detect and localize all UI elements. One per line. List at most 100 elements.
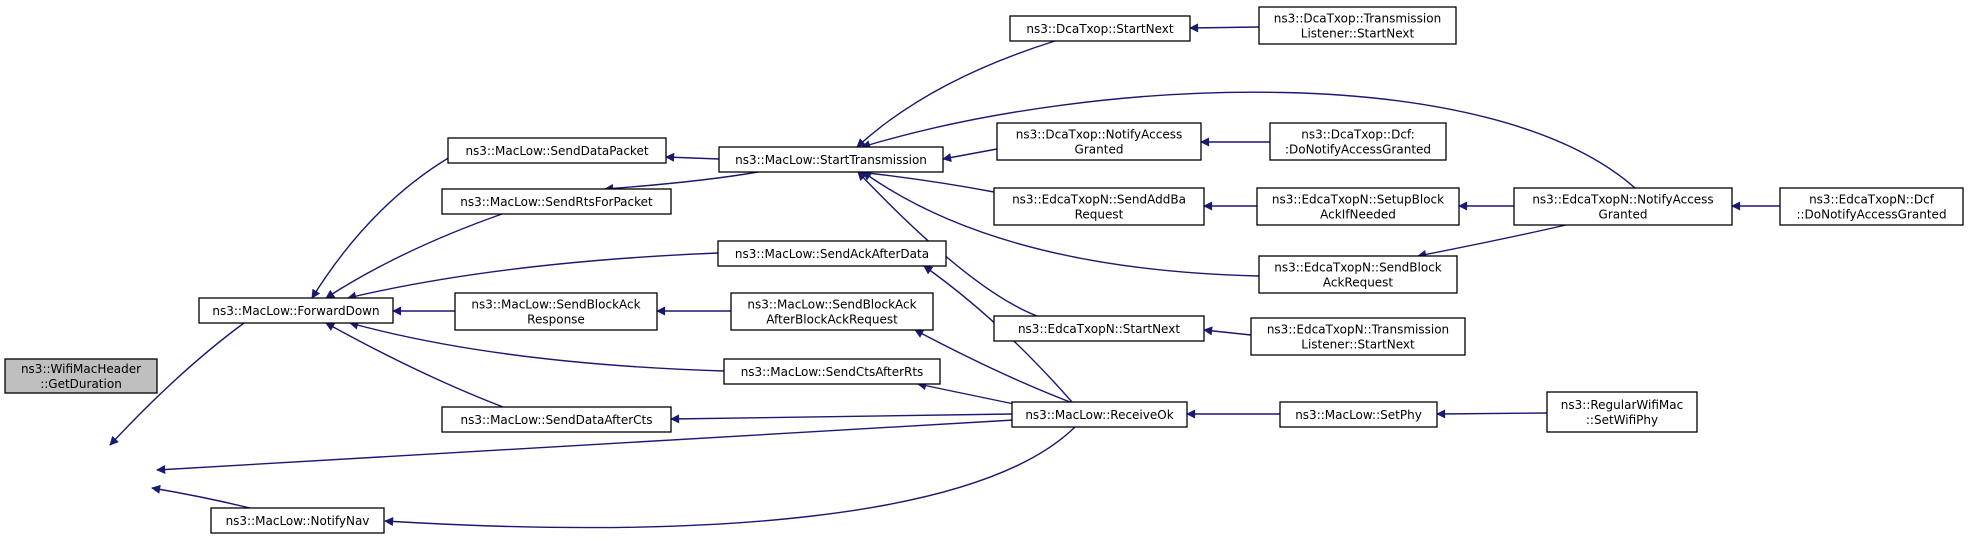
edge-arrow [325,213,503,299]
node-edcatlstartnext[interactable]: ns3::EdcaTxopN::TransmissionListener::St… [1250,317,1466,356]
node-box [1779,187,1964,226]
edge-receiveok-to-sendctsafterrts [917,381,1015,405]
edge-arrow [861,91,1636,189]
edge-receiveok-to-notifynav [384,426,1076,529]
node-label: ns3::EdcaTxopN::SendAddBa [1012,193,1186,207]
edges-layer [109,23,1780,529]
node-label: Listener::StartNext [1301,338,1415,352]
node-starttransmission[interactable]: ns3::MacLow::StartTransmission [718,146,944,173]
node-label: ns3::EdcaTxopN::Transmission [1267,323,1449,337]
node-label: ns3::DcaTxop::StartNext [1026,22,1173,36]
node-receiveok[interactable]: ns3::MacLow::ReceiveOk [1011,401,1188,428]
node-box [454,292,658,331]
edge-sendackafterdata-to-forwarddown [347,252,719,301]
node-dcastartnext[interactable]: ns3::DcaTxop::StartNext [1009,15,1191,42]
edge-arrow [311,156,451,299]
edge-notifynav-to-root [151,484,251,509]
node-box [1269,122,1447,161]
node-label: ns3::WifiMacHeader [21,362,141,376]
node-label: ns3::MacLow::SendDataAfterCts [461,413,653,427]
node-label: ns3::EdcaTxopN::NotifyAccess [1532,193,1713,207]
node-sendrtsforpacket[interactable]: ns3::MacLow::SendRtsForPacket [441,188,672,215]
node-label: ns3::MacLow::SendAckAfterData [735,247,929,261]
node-label: ns3::EdcaTxopN::StartNext [1018,322,1180,336]
edge-sendrtsforpacket-to-forwarddown [325,213,503,299]
node-label: ns3::MacLow::SendBlockAck [471,298,640,312]
node-edcastartnext[interactable]: ns3::EdcaTxopN::StartNext [993,315,1205,342]
node-box [1258,255,1458,294]
node-sendctsafterrts[interactable]: ns3::MacLow::SendCtsAfterRts [723,358,941,385]
node-root[interactable]: ns3::WifiMacHeader::GetDuration [4,358,158,394]
node-box [1009,15,1191,42]
node-box [996,122,1202,161]
edge-arrow [349,320,725,372]
node-senddatapacket[interactable]: ns3::MacLow::SendDataPacket [447,137,667,164]
edge-arrow [1189,23,1260,33]
edge-arrow [109,322,245,446]
node-box [1513,187,1733,226]
node-box [1279,401,1438,428]
node-notifynav[interactable]: ns3::MacLow::NotifyNav [210,507,385,534]
node-label: Granted [1599,208,1648,222]
node-label: AckRequest [1323,276,1394,290]
edge-arrow [857,171,1038,317]
edge-arrow [1436,409,1548,419]
edge-edcatlstartnext-to-edcastartnext [1203,326,1252,336]
edge-starttransmission-to-sendrtsforpacket [604,171,759,193]
node-label: :DoNotifyAccessGranted [1285,143,1431,157]
edge-arrow [670,413,1013,424]
edge-forwarddown-to-root [109,322,245,446]
edge-edcanotifyaccess-to-starttransmission [861,91,1636,189]
node-label: ns3::MacLow::NotifyNav [226,514,370,528]
node-dcadcfnotify[interactable]: ns3::DcaTxop::Dcf::DoNotifyAccessGranted [1269,122,1447,161]
node-senddataaftercts[interactable]: ns3::MacLow::SendDataAfterCts [441,406,672,433]
node-setphy[interactable]: ns3::MacLow::SetPhy [1279,401,1438,428]
edge-senddataaftercts-to-forwarddown [325,322,504,408]
node-sendblockackafterbar[interactable]: ns3::MacLow::SendBlockAckAfterBlockAckRe… [730,292,934,331]
node-box [441,406,672,433]
node-label: AfterBlockAckRequest [766,313,898,327]
edge-edcasendblockack-to-starttransmission [862,171,1260,277]
edge-arrow [347,252,719,301]
node-box [717,240,947,267]
node-label: ns3::EdcaTxopN::Dcf [1809,193,1935,207]
edge-starttransmission-to-senddatapacket [665,152,720,162]
node-forwarddown[interactable]: ns3::MacLow::ForwardDown [198,297,394,324]
node-label: ns3::MacLow::ForwardDown [212,304,379,318]
node-box [718,146,944,173]
node-label: ns3::DcaTxop::NotifyAccess [1016,128,1182,142]
node-dcanotifyaccess[interactable]: ns3::DcaTxop::NotifyAccessGranted [996,122,1202,161]
node-box [1258,6,1457,45]
node-regularsetwifiphy[interactable]: ns3::RegularWifiMac::SetWifiPhy [1546,391,1698,433]
node-label: ns3::MacLow::ReceiveOk [1025,408,1173,422]
edge-arrow [156,419,1015,474]
node-box [993,187,1205,226]
edge-receiveok-to-sendblockackafterbar [914,329,1071,403]
edge-senddatapacket-to-forwarddown [311,156,451,299]
edge-arrow [1203,326,1252,336]
edge-edcanotifyaccess-to-edcasendblockack [1417,224,1567,259]
node-box [1011,401,1188,428]
node-label: ns3::RegularWifiMac [1561,398,1683,412]
node-label: ::SetWifiPhy [1586,413,1658,427]
edge-sendctsafterrts-to-forwarddown [349,320,725,372]
edge-dcastartnext-to-starttransmission [856,40,1056,148]
node-edcanotifyaccess[interactable]: ns3::EdcaTxopN::NotifyAccessGranted [1513,187,1733,226]
node-box [198,297,394,324]
node-label: ns3::MacLow::SetPhy [1295,408,1422,422]
node-box [447,137,667,164]
edge-arrow [384,426,1076,529]
node-sendackafterdata[interactable]: ns3::MacLow::SendAckAfterData [717,240,947,267]
node-box [993,315,1205,342]
edge-arrow [665,152,720,162]
edge-regularsetwifiphy-to-setphy [1436,409,1548,419]
node-edcadcfnotify[interactable]: ns3::EdcaTxopN::Dcf::DoNotifyAccessGrant… [1779,187,1964,226]
node-dcatlstartnext[interactable]: ns3::DcaTxop::TransmissionListener::Star… [1258,6,1457,45]
node-label: Response [527,313,585,327]
edge-arrow [1417,224,1567,259]
node-label: ns3::EdcaTxopN::SendBlock [1274,261,1442,275]
